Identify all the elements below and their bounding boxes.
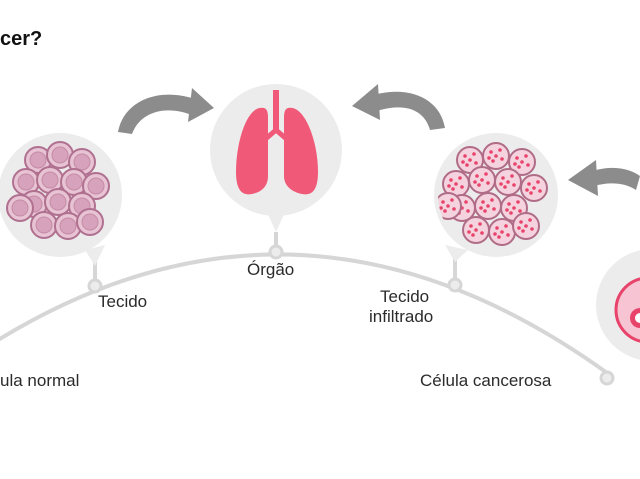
normal-cell — [60, 168, 88, 196]
normal-cell — [82, 172, 110, 200]
label-tecido: Tecido — [98, 292, 148, 311]
label-tecido-infiltrado-line1: Tecido — [380, 287, 430, 306]
normal-cell — [30, 211, 58, 239]
cancer-cell — [520, 174, 548, 202]
cancer-cell — [508, 148, 536, 176]
label-celula-cancerosa: Célula cancerosa — [420, 371, 552, 390]
label-orgao: Órgão — [247, 260, 295, 279]
normal-cell — [6, 194, 34, 222]
normal-tissue-cells — [6, 141, 110, 240]
cancer-cell — [438, 192, 462, 220]
normal-cell — [76, 208, 104, 236]
cancer-cell — [482, 142, 510, 170]
lungs-icon — [236, 90, 318, 195]
normal-cell — [44, 188, 72, 216]
cancer-cell — [468, 166, 496, 194]
arrow-cell-to-infiltrated-icon — [568, 160, 640, 196]
cancer-cell — [488, 218, 516, 246]
bubble-tissue — [0, 133, 122, 266]
cancer-cell — [512, 212, 540, 240]
progression-arc — [0, 252, 612, 377]
arrow-infiltrated-to-organ-icon — [352, 84, 445, 130]
label-celula-normal: ula normal — [0, 371, 80, 390]
cancer-tissue-cells — [438, 142, 548, 246]
bubble-infiltrated-tissue — [434, 133, 558, 262]
bubble-cancer-cell — [596, 250, 640, 360]
normal-cell — [46, 141, 74, 169]
bubble-organ — [210, 84, 342, 232]
cancer-cell — [474, 192, 502, 220]
diagram-title: cer? — [0, 28, 43, 50]
arrow-tissue-to-organ-icon — [118, 88, 214, 134]
cancer-cell — [462, 216, 490, 244]
cancer-cell — [494, 168, 522, 196]
connector-stems — [87, 232, 615, 386]
label-tecido-infiltrado-line2: infiltrado — [369, 307, 434, 326]
